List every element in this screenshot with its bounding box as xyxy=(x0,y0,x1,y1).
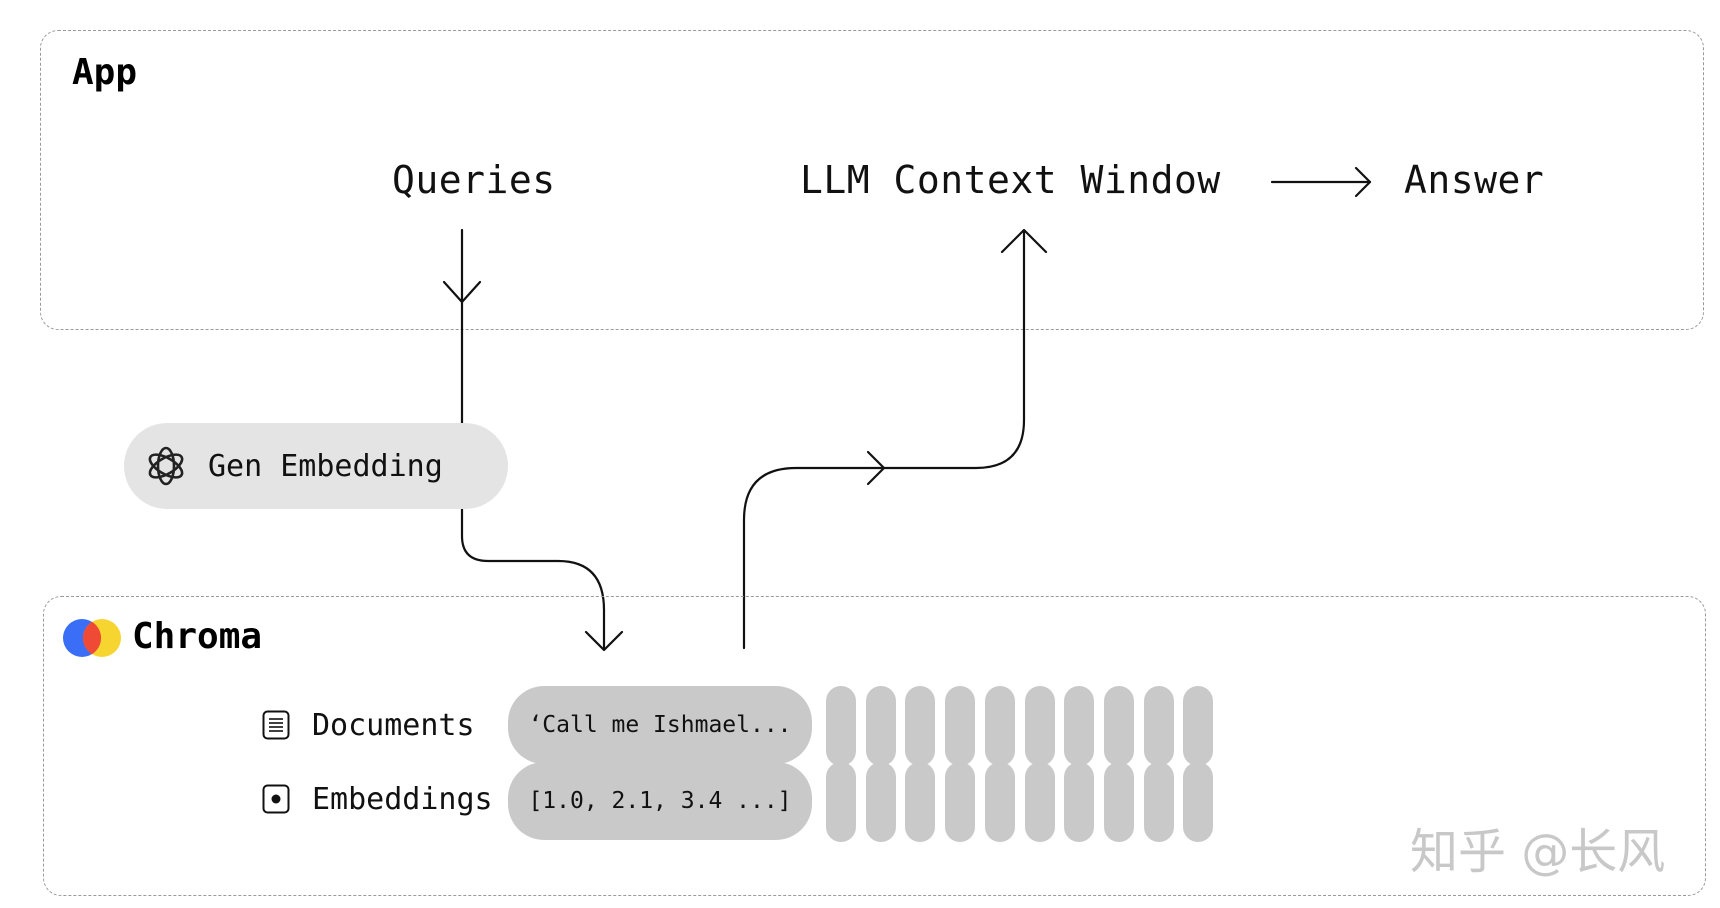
gen-embedding-step: Gen Embedding xyxy=(124,423,508,509)
embedding-column-cell xyxy=(1143,762,1174,842)
chroma-logo-icon xyxy=(63,619,121,657)
document-column-cell xyxy=(1143,686,1174,766)
embedding-icon xyxy=(262,784,290,814)
document-column-cell xyxy=(1024,686,1055,766)
embedding-column-cell xyxy=(1064,762,1095,842)
document-value-cell: ‘Call me Ishmael... xyxy=(508,686,812,764)
embedding-column-cell xyxy=(905,762,936,842)
chroma-to-context-arrow xyxy=(742,230,1026,650)
query-arrowhead-top xyxy=(442,280,482,304)
app-container xyxy=(40,30,1704,330)
embedding-column-cell xyxy=(1024,762,1055,842)
watermark: 知乎 @长风 xyxy=(1410,824,1666,880)
embedding-column-cell xyxy=(826,762,856,842)
document-column-cell xyxy=(1183,686,1214,766)
openai-logo-icon xyxy=(148,446,184,486)
document-column-cell xyxy=(826,686,856,766)
document-column-cell xyxy=(905,686,936,766)
query-arrowhead-bottom xyxy=(584,630,624,652)
result-arrowhead-middle xyxy=(866,450,886,486)
embedding-value-cell: [1.0, 2.1, 3.4 ...] xyxy=(508,762,812,840)
gen-embedding-label: Gen Embedding xyxy=(208,448,443,484)
embedding-column-cell xyxy=(1183,762,1214,842)
embedding-column-cell xyxy=(945,762,976,842)
document-column-cell xyxy=(945,686,976,766)
document-column-cell xyxy=(984,686,1015,766)
embeddings-label: Embeddings xyxy=(312,782,493,817)
answer-node: Answer xyxy=(1404,158,1545,202)
embedding-column-cell xyxy=(1103,762,1134,842)
document-column-cell xyxy=(1064,686,1095,766)
embedding-column-cell xyxy=(865,762,896,842)
chroma-title: Chroma xyxy=(132,616,263,657)
documents-label: Documents xyxy=(312,708,475,743)
document-column-cell xyxy=(865,686,896,766)
context-arrowhead-top xyxy=(1000,228,1048,254)
chroma-container xyxy=(43,596,1706,896)
embedding-column-cell xyxy=(984,762,1015,842)
document-icon xyxy=(262,710,290,740)
app-title: App xyxy=(72,52,138,93)
answer-arrowhead xyxy=(1354,166,1372,198)
document-column-cell xyxy=(1103,686,1134,766)
queries-node: Queries xyxy=(392,158,556,202)
context-window-node: LLM Context Window xyxy=(800,158,1221,202)
query-to-chroma-arrow xyxy=(460,228,606,650)
